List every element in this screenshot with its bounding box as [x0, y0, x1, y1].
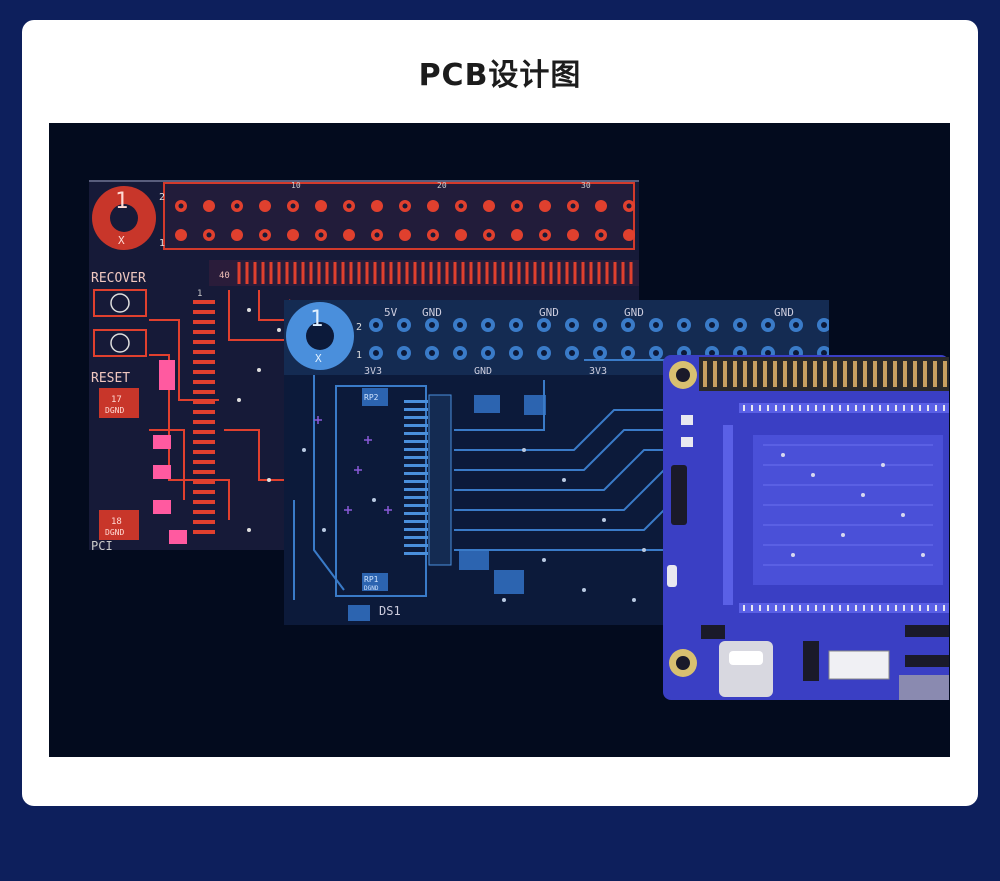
blue-hole-label-x: X	[315, 352, 322, 365]
recover-label: RECOVER	[91, 271, 146, 286]
pad-18-label: 18	[111, 517, 122, 527]
blue-hole-label-1: 1	[310, 307, 323, 332]
label-gnd-2: GND	[539, 306, 559, 319]
page-title: PCB设计图	[418, 58, 582, 93]
side-1-label: 1	[197, 289, 202, 299]
mark-10: 10	[291, 181, 301, 190]
ds1-label: DS1	[379, 604, 401, 618]
mark-40: 40	[219, 271, 230, 281]
label-3v3-2: 3V3	[589, 366, 607, 377]
label-gnd-5: GND	[474, 366, 492, 377]
hole-label-1: 1	[115, 189, 128, 214]
pad-17-dgnd: DGND	[105, 406, 124, 415]
pad-18-dgnd: DGND	[105, 528, 124, 537]
label-5v: 5V	[384, 306, 398, 319]
pin-label-1: 1	[159, 238, 165, 249]
mark-20: 20	[437, 181, 447, 190]
hole-label-x: X	[118, 234, 125, 247]
mark-30: 30	[581, 181, 591, 190]
reset-label: RESET	[91, 371, 130, 386]
pad-17-label: 17	[111, 395, 122, 405]
rp1-dgnd: DGND	[364, 585, 379, 592]
rp2-label: RP2	[364, 393, 379, 402]
label-gnd-3: GND	[624, 306, 644, 319]
rp1-label: RP1	[364, 575, 379, 584]
pin-label-2: 2	[159, 192, 165, 203]
bottom-cut-label: PCI	[91, 539, 113, 550]
blue-pin-1: 1	[356, 350, 362, 361]
pcb-photo: 1 X 2 1 10 20 30 40 RECOVER	[49, 123, 950, 757]
pcb-board-purple	[663, 355, 949, 700]
label-gnd-4: GND	[774, 306, 794, 319]
label-gnd-1: GND	[422, 306, 442, 319]
blue-pin-2: 2	[356, 322, 362, 333]
label-3v3-1: 3V3	[364, 366, 382, 377]
